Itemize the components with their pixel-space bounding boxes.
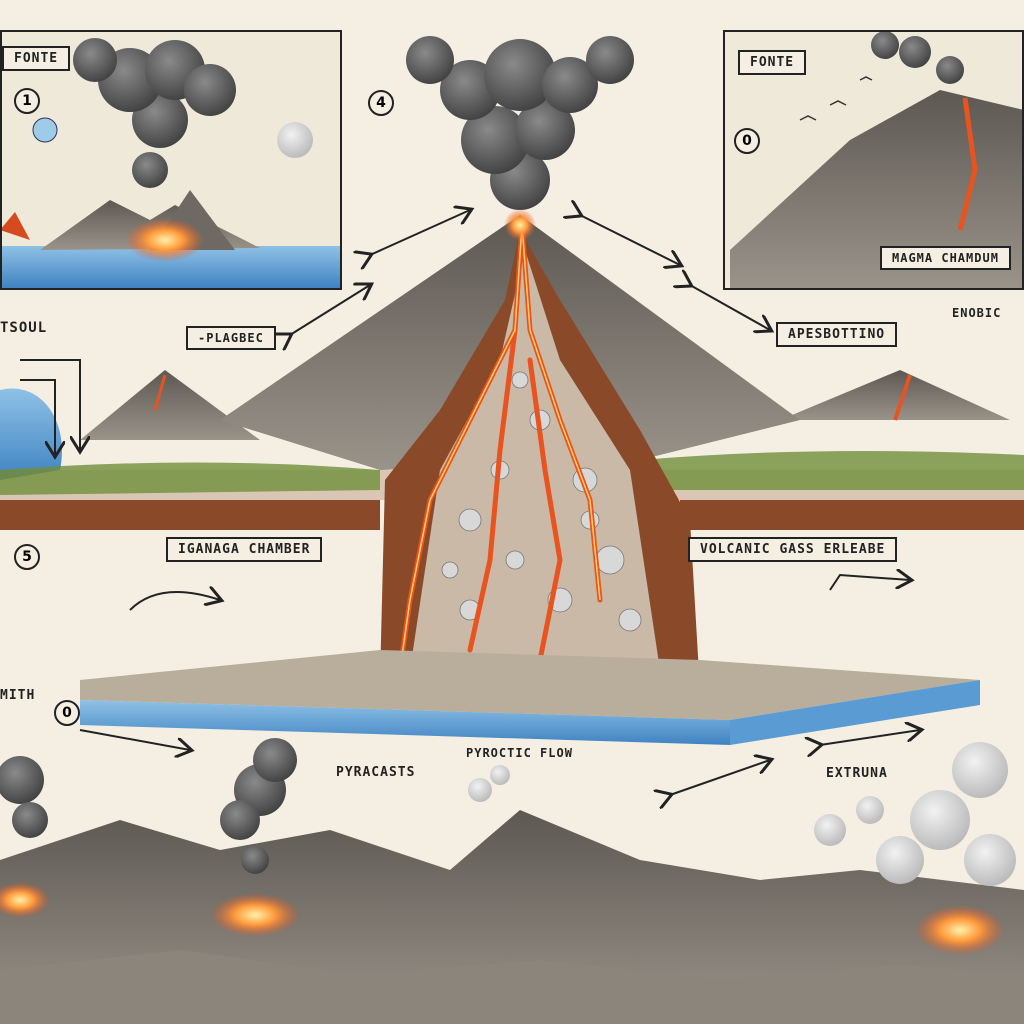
extrusion-label: EXTRUNA — [826, 766, 888, 781]
magma-chamber-label: IGANAGA CHAMBER — [166, 537, 323, 562]
pyroclastic-flow-label: PYROCTIC FLOW — [466, 746, 573, 760]
base-water-edge — [80, 700, 730, 745]
step-badge-3: 0 — [734, 128, 760, 154]
top-left-panel-label: FONTE — [2, 46, 71, 71]
apes-label: APESBOTTINO — [776, 322, 898, 347]
left-bottom-label: MITH — [0, 688, 36, 703]
central-volcano-cross-section — [80, 36, 980, 745]
left-side-label: TSOUL — [0, 320, 48, 336]
step-badge-5: 0 — [54, 700, 80, 726]
plagec-label: -PLAGBEC — [186, 326, 276, 350]
top-left-eruption-panel — [0, 30, 340, 288]
step-badge-1: 1 — [14, 88, 40, 114]
bottom-landscape — [0, 738, 1024, 1024]
top-right-panel-label: FONTE — [738, 50, 807, 75]
magma-chamber-top-label: MAGMA CHAMDUM — [880, 246, 1011, 270]
process-arrows — [20, 210, 920, 795]
right-edge-label: ENOBIC — [952, 306, 1002, 320]
top-right-volcano-panel — [724, 30, 1024, 288]
volcanic-gas-release-label: VOLCANIC GASS ERLEABE — [688, 537, 898, 562]
step-badge-4: 5 — [14, 544, 40, 570]
eruption-glow — [125, 218, 205, 262]
pyroclasts-label: PYRACASTS — [336, 765, 416, 780]
step-badge-2: 4 — [368, 90, 394, 116]
